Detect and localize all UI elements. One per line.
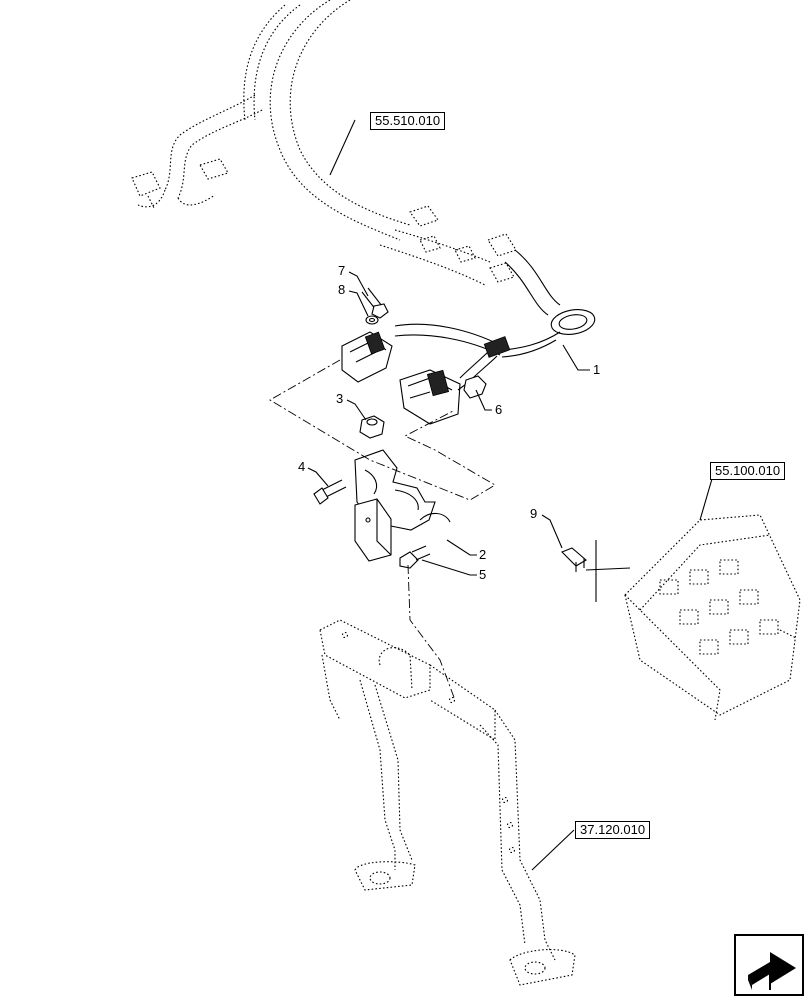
next-page-arrow-icon[interactable] (734, 934, 804, 996)
callout-1: 1 (593, 362, 601, 377)
callout-8: 8 (338, 282, 346, 297)
callout-3: 3 (336, 391, 344, 406)
washer-item-8 (365, 315, 379, 325)
callout-2: 2 (479, 547, 487, 562)
reference-box-frame[interactable]: 37.120.010 (575, 821, 651, 839)
bolt-item-5 (399, 545, 431, 569)
reference-box-harness[interactable]: 55.510.010 (370, 112, 446, 130)
callout-5: 5 (479, 567, 487, 582)
callout-7: 7 (338, 263, 346, 278)
upper-harness-reference (131, 0, 517, 286)
fuse-item-9 (561, 540, 631, 602)
nut-item-3 (359, 415, 385, 439)
callout-6: 6 (495, 402, 503, 417)
leader-lines (307, 119, 715, 871)
bracket-item-2 (354, 449, 451, 562)
harness-item-1 (341, 249, 596, 425)
callout-4: 4 (298, 459, 306, 474)
callout-9: 9 (530, 506, 538, 521)
bolt-item-7 (361, 287, 389, 319)
module-reference (624, 514, 801, 721)
frame-reference (319, 619, 576, 986)
bolt-item-4 (313, 479, 347, 505)
assembly-lines (269, 359, 496, 701)
reference-box-module[interactable]: 55.100.010 (710, 462, 786, 480)
